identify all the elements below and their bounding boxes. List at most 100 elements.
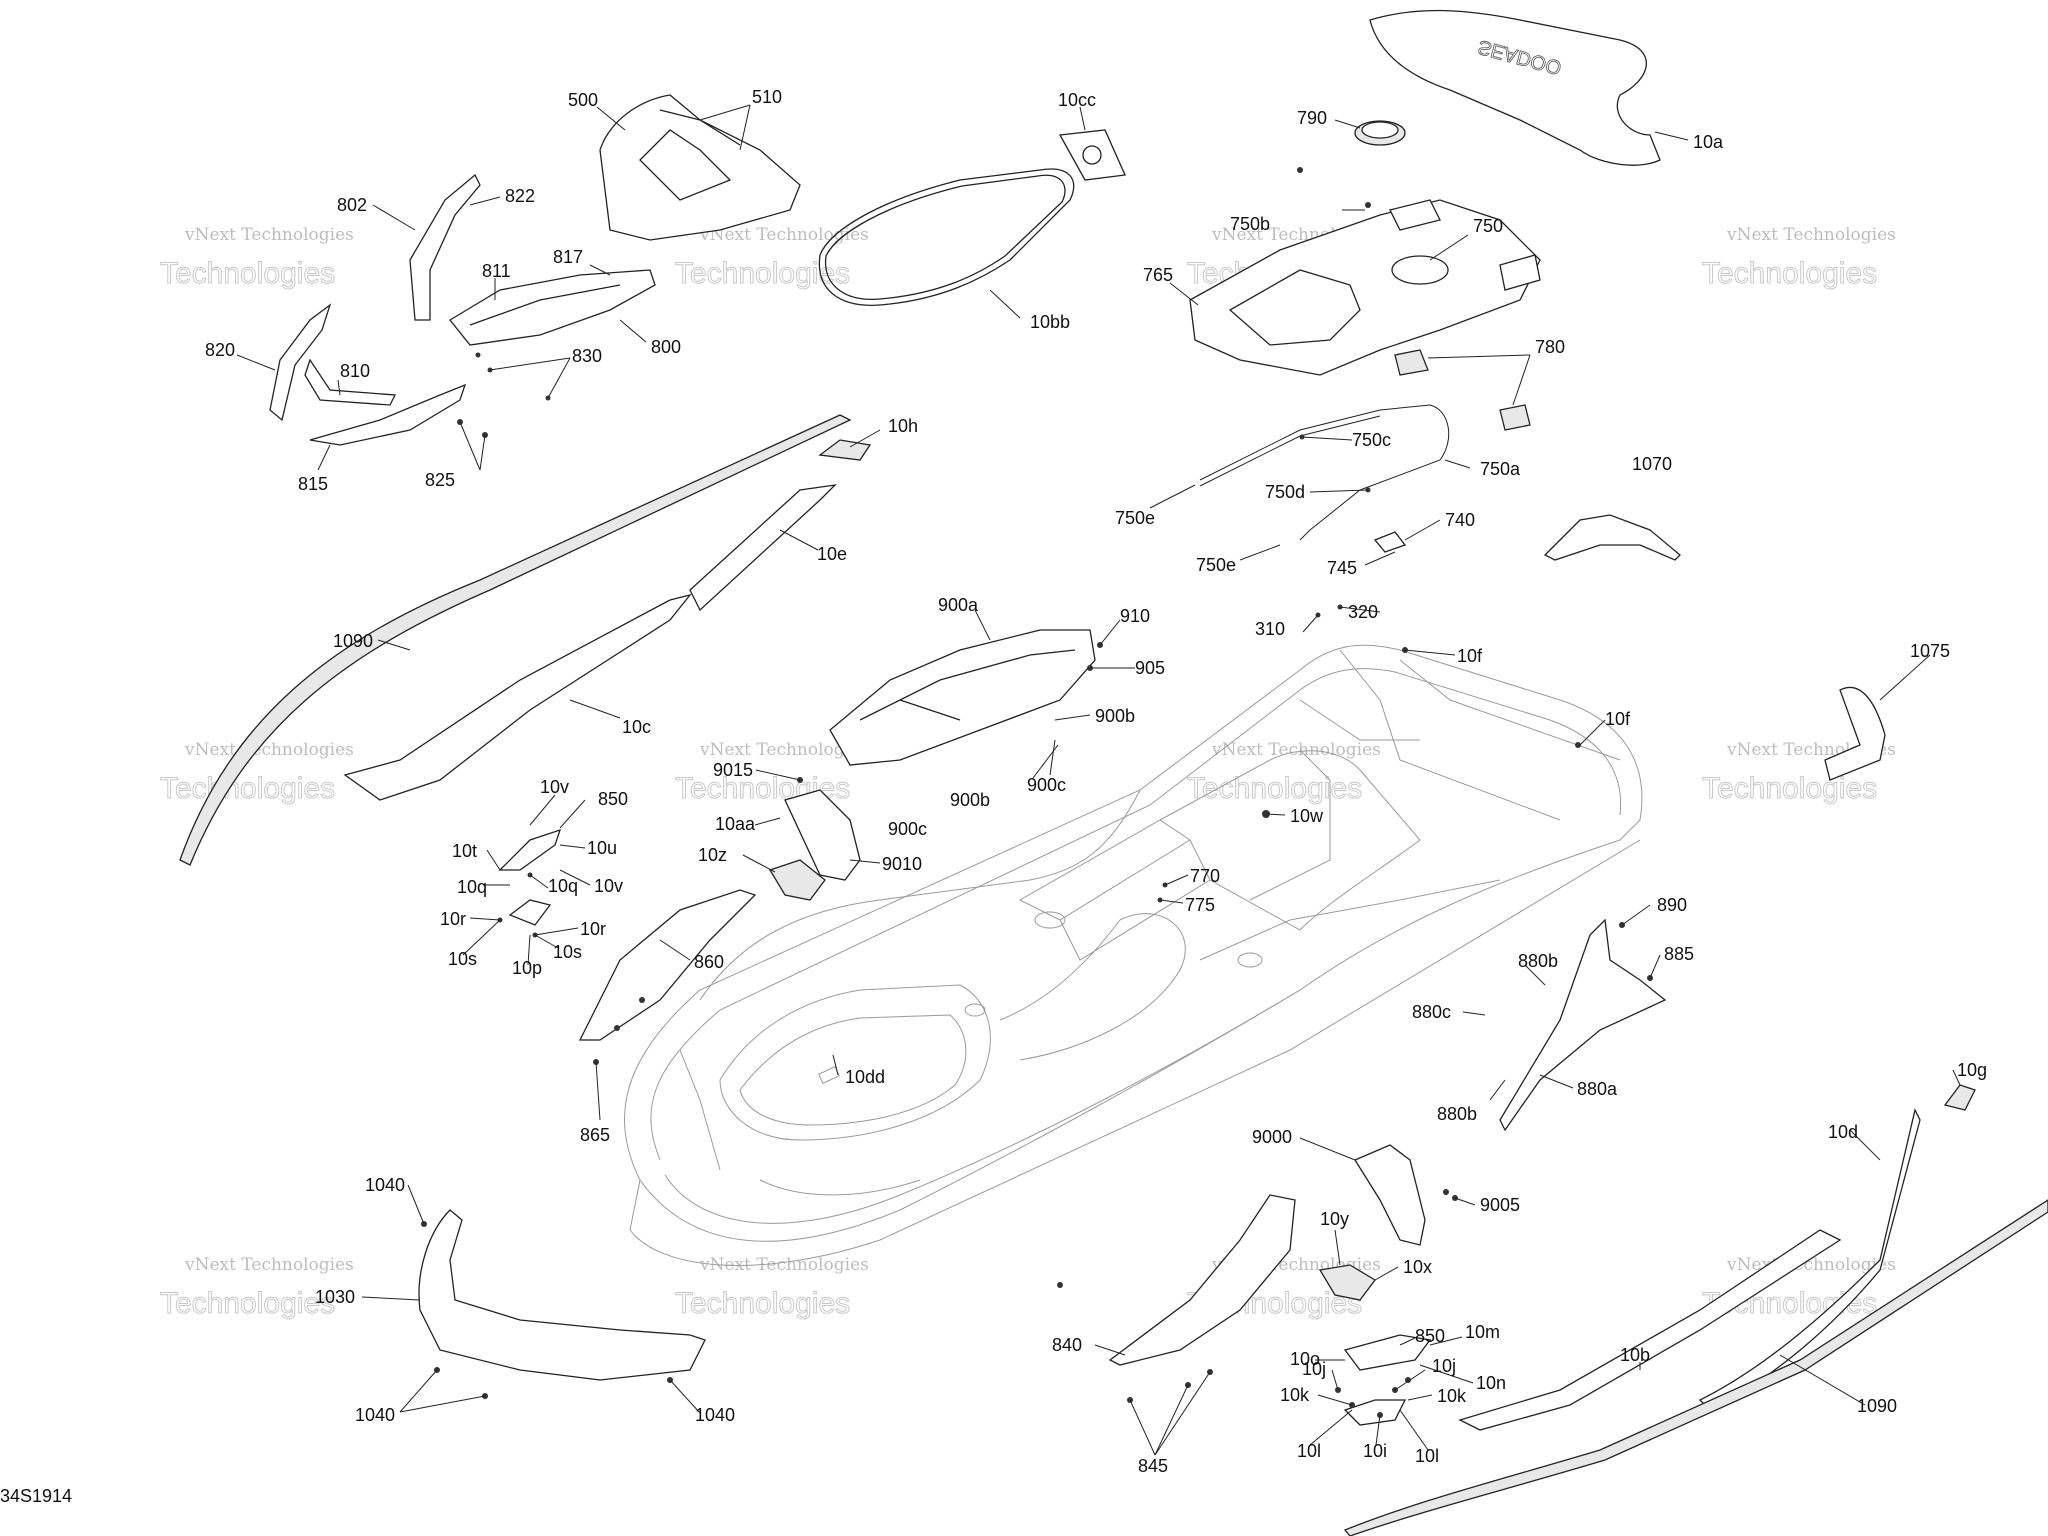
part-820-trim bbox=[269, 303, 332, 422]
callout-825: 825 bbox=[425, 470, 455, 490]
watermark-4: vNext Technologies Technologies bbox=[1702, 225, 1896, 291]
watermark-5: vNext Technologies Technologies bbox=[160, 740, 354, 806]
callout-10f-lower: 10f bbox=[1605, 709, 1631, 729]
callout-850-lower: 850 bbox=[1415, 1326, 1445, 1346]
callout-750e-lower: 750e bbox=[1196, 555, 1236, 575]
callout-750c: 750c bbox=[1352, 430, 1391, 450]
part-10x-bracket bbox=[1318, 1264, 1376, 1301]
callout-10l-left: 10l bbox=[1297, 1441, 1321, 1461]
part-10b-decal bbox=[1458, 1229, 1842, 1431]
watermark-text: vNext Technologies bbox=[699, 1255, 869, 1275]
callout-10b: 10b bbox=[1620, 1345, 1650, 1365]
watermark-outline: Technologies bbox=[1702, 772, 1877, 805]
part-10m-bracket bbox=[1343, 1334, 1432, 1371]
callout-1090-lower: 1090 bbox=[1857, 1396, 1897, 1416]
part-800-cluster bbox=[449, 269, 656, 346]
watermark-outline: Technologies bbox=[160, 772, 335, 805]
part-900a-glovebox bbox=[829, 629, 1096, 766]
watermark-outline: Technologies bbox=[160, 257, 335, 290]
callout-10j-left: 10j bbox=[1302, 1359, 1326, 1379]
callout-765: 765 bbox=[1143, 265, 1173, 285]
callout-10a: 10a bbox=[1693, 132, 1724, 152]
part-10a-top-mat: SEADOO bbox=[1369, 9, 1661, 166]
callout-900b-left: 900b bbox=[950, 790, 990, 810]
callout-885: 885 bbox=[1664, 944, 1694, 964]
callout-817: 817 bbox=[553, 247, 583, 267]
part-10h bbox=[818, 439, 872, 461]
callout-900c-left: 900c bbox=[888, 819, 927, 839]
callout-10y: 10y bbox=[1320, 1209, 1349, 1229]
callout-910: 910 bbox=[1120, 606, 1150, 626]
callout-750b: 750b bbox=[1230, 214, 1270, 234]
hull-body bbox=[624, 644, 1643, 1266]
callout-9005: 9005 bbox=[1480, 1195, 1520, 1215]
callout-775: 775 bbox=[1185, 895, 1215, 915]
watermark-text: vNext Technologies bbox=[1211, 740, 1381, 760]
callout-850-upper: 850 bbox=[598, 789, 628, 809]
callout-10n: 10n bbox=[1476, 1373, 1506, 1393]
watermark-text: vNext Technologies bbox=[184, 740, 354, 760]
watermark-outline: Technologies bbox=[1187, 772, 1362, 805]
part-1030-front-lip bbox=[418, 1209, 706, 1381]
callout-10bb: 10bb bbox=[1030, 312, 1070, 332]
callout-310: 310 bbox=[1255, 619, 1285, 639]
callout-10cc: 10cc bbox=[1058, 90, 1096, 110]
callout-10v-lower: 10v bbox=[594, 876, 623, 896]
part-1075 bbox=[1824, 686, 1886, 781]
callout-1040-right: 1040 bbox=[695, 1405, 735, 1425]
callout-10l-right: 10l bbox=[1415, 1446, 1439, 1466]
callout-10e: 10e bbox=[817, 544, 847, 564]
callout-890: 890 bbox=[1657, 895, 1687, 915]
part-10z-bracket bbox=[769, 859, 826, 901]
part-750a-cable bbox=[1199, 404, 1450, 541]
callout-10p: 10p bbox=[512, 958, 542, 978]
callout-860: 860 bbox=[694, 952, 724, 972]
callout-10v-upper: 10v bbox=[540, 777, 569, 797]
part-10cc-plate bbox=[1058, 129, 1126, 181]
watermark-1: vNext Technologies Technologies bbox=[160, 225, 354, 291]
callout-10h: 10h bbox=[888, 416, 918, 436]
part-802-bracket bbox=[409, 173, 481, 321]
callout-10r-left: 10r bbox=[440, 909, 466, 929]
part-740 bbox=[1373, 531, 1407, 553]
callout-845: 845 bbox=[1138, 1456, 1168, 1476]
part-1070 bbox=[1543, 514, 1681, 561]
callout-740: 740 bbox=[1445, 510, 1475, 530]
callout-790: 790 bbox=[1297, 108, 1327, 128]
part-815-trim bbox=[309, 383, 467, 446]
callout-750e-upper: 750e bbox=[1115, 508, 1155, 528]
callout-1090-upper: 1090 bbox=[333, 631, 373, 651]
part-10r-bracket bbox=[508, 899, 552, 926]
part-790-cap bbox=[1354, 120, 1406, 146]
callout-810: 810 bbox=[340, 361, 370, 381]
callout-865: 865 bbox=[580, 1125, 610, 1145]
watermark-2: vNext Technologies Technologies bbox=[675, 225, 869, 291]
callout-10k-right: 10k bbox=[1437, 1386, 1467, 1406]
watermark-7: vNext Technologies Technologies bbox=[1187, 740, 1381, 806]
part-780-latch bbox=[1394, 349, 1531, 431]
callout-900a: 900a bbox=[938, 595, 979, 615]
watermark-outline: Technologies bbox=[160, 1287, 335, 1320]
watermark-9: vNext Technologies Technologies bbox=[160, 1255, 354, 1321]
callout-10m: 10m bbox=[1465, 1322, 1500, 1342]
callout-750: 750 bbox=[1473, 216, 1503, 236]
part-9010-bracket bbox=[784, 789, 861, 881]
callout-510: 510 bbox=[752, 87, 782, 107]
part-750-storage-bin bbox=[1189, 199, 1541, 376]
callout-880a: 880a bbox=[1577, 1079, 1618, 1099]
part-840-side-panel bbox=[1108, 1194, 1296, 1366]
callout-10u: 10u bbox=[587, 838, 617, 858]
callout-10t: 10t bbox=[452, 841, 477, 861]
callout-500: 500 bbox=[568, 90, 598, 110]
callout-10o: 10o bbox=[1290, 1349, 1320, 1369]
callout-9015: 9015 bbox=[713, 760, 753, 780]
watermark-text: vNext Technologies bbox=[184, 1255, 354, 1275]
callout-1040-left: 1040 bbox=[355, 1405, 395, 1425]
callout-labels: 10a 10cc 500 510 790 802 822 750b 750 81… bbox=[205, 87, 1987, 1476]
callout-1040-upper: 1040 bbox=[365, 1175, 405, 1195]
watermark-outline: Technologies bbox=[675, 257, 850, 290]
watermark-6: vNext Technologies Technologies bbox=[675, 740, 869, 806]
callout-10k-left: 10k bbox=[1280, 1385, 1310, 1405]
callout-10q-left: 10q bbox=[457, 877, 487, 897]
watermark-outline: Technologies bbox=[675, 1287, 850, 1320]
